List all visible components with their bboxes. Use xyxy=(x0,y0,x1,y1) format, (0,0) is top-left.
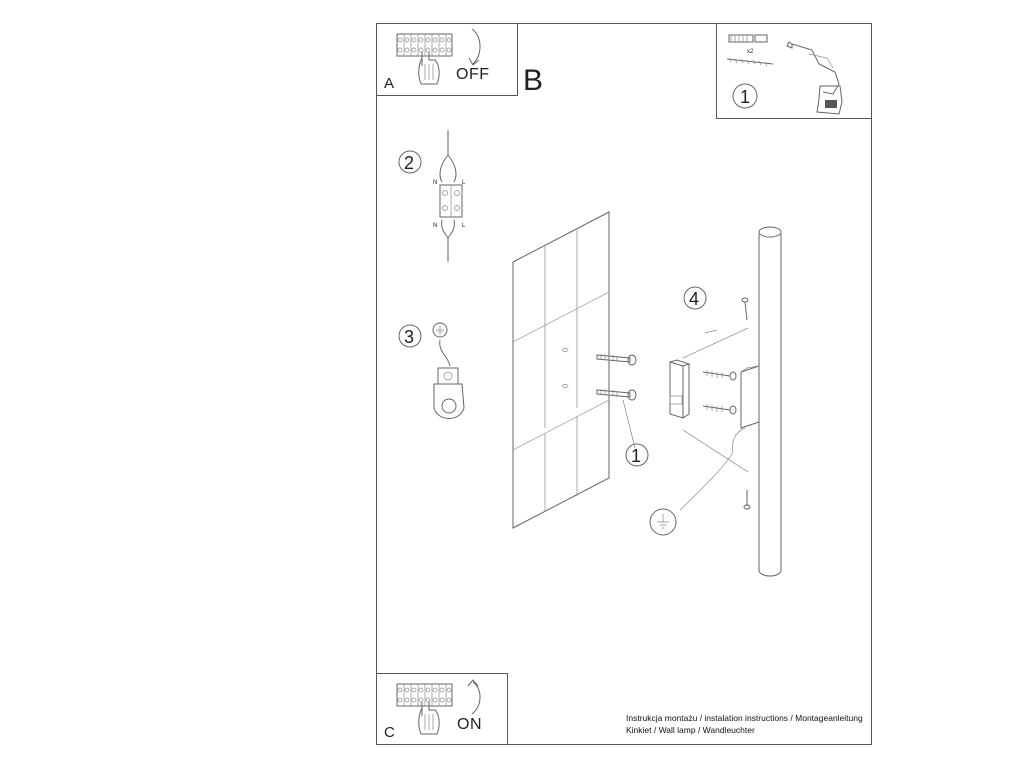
step-3-circle xyxy=(398,324,422,348)
terminal-label-l-bottom: L xyxy=(462,223,466,229)
mount-step-1-circle xyxy=(625,443,649,467)
ground-connection-diagram: 3 xyxy=(398,322,465,419)
step-2-number: 2 xyxy=(404,153,414,173)
mount-step-4-circle xyxy=(683,286,707,310)
mount-step-1-number: 1 xyxy=(631,446,641,466)
wall-anchor-lower xyxy=(596,389,631,398)
screw-upper xyxy=(702,371,731,377)
terminal-label-l-top: L xyxy=(462,180,466,186)
ground-symbol-main-icon xyxy=(649,508,677,536)
tools-panel: x2 1 xyxy=(716,23,872,119)
step-3-number: 3 xyxy=(404,327,414,347)
panel-c-power-on: C ON xyxy=(376,673,508,745)
terminal-block-switch-on-icon xyxy=(396,679,481,735)
wiring-connector-diagram: 2 N L N L xyxy=(398,130,466,262)
terminal-label-n-top: N xyxy=(433,180,437,186)
anchor-quantity: x2 xyxy=(747,49,754,55)
wall-anchor-upper xyxy=(596,354,631,363)
footer-subtitle: Kinkiet / Wall lamp / Wandleuchter xyxy=(626,725,755,735)
wall-lamp-tube xyxy=(758,234,782,577)
mounting-bracket xyxy=(669,361,684,419)
panel-a-power-off: A OFF xyxy=(376,23,518,96)
panel-a-off-label: OFF xyxy=(456,66,490,83)
panel-c-letter: C xyxy=(384,724,395,741)
lamp-mount-block xyxy=(740,365,760,429)
tools-step-number: 1 xyxy=(740,87,750,107)
ground-symbol-icon xyxy=(432,322,448,338)
panel-b-letter: B xyxy=(523,64,544,97)
step-2-circle xyxy=(398,150,422,174)
terminal-block-switch-off-icon xyxy=(396,28,481,85)
wall-mounting-diagram: 1 4 xyxy=(512,211,782,577)
terminal-label-n-bottom: N xyxy=(433,223,437,229)
mount-step-4-number: 4 xyxy=(689,289,699,309)
panel-c-on-label: ON xyxy=(457,716,482,733)
panel-a-letter: A xyxy=(384,75,395,92)
wall-tiles xyxy=(512,211,610,529)
screw-lower xyxy=(702,405,731,411)
drill-and-anchors-icon: x2 xyxy=(726,34,843,115)
footer-title: Instrukcja montażu / instalation instruc… xyxy=(626,713,863,723)
tools-step-circle xyxy=(732,83,758,109)
